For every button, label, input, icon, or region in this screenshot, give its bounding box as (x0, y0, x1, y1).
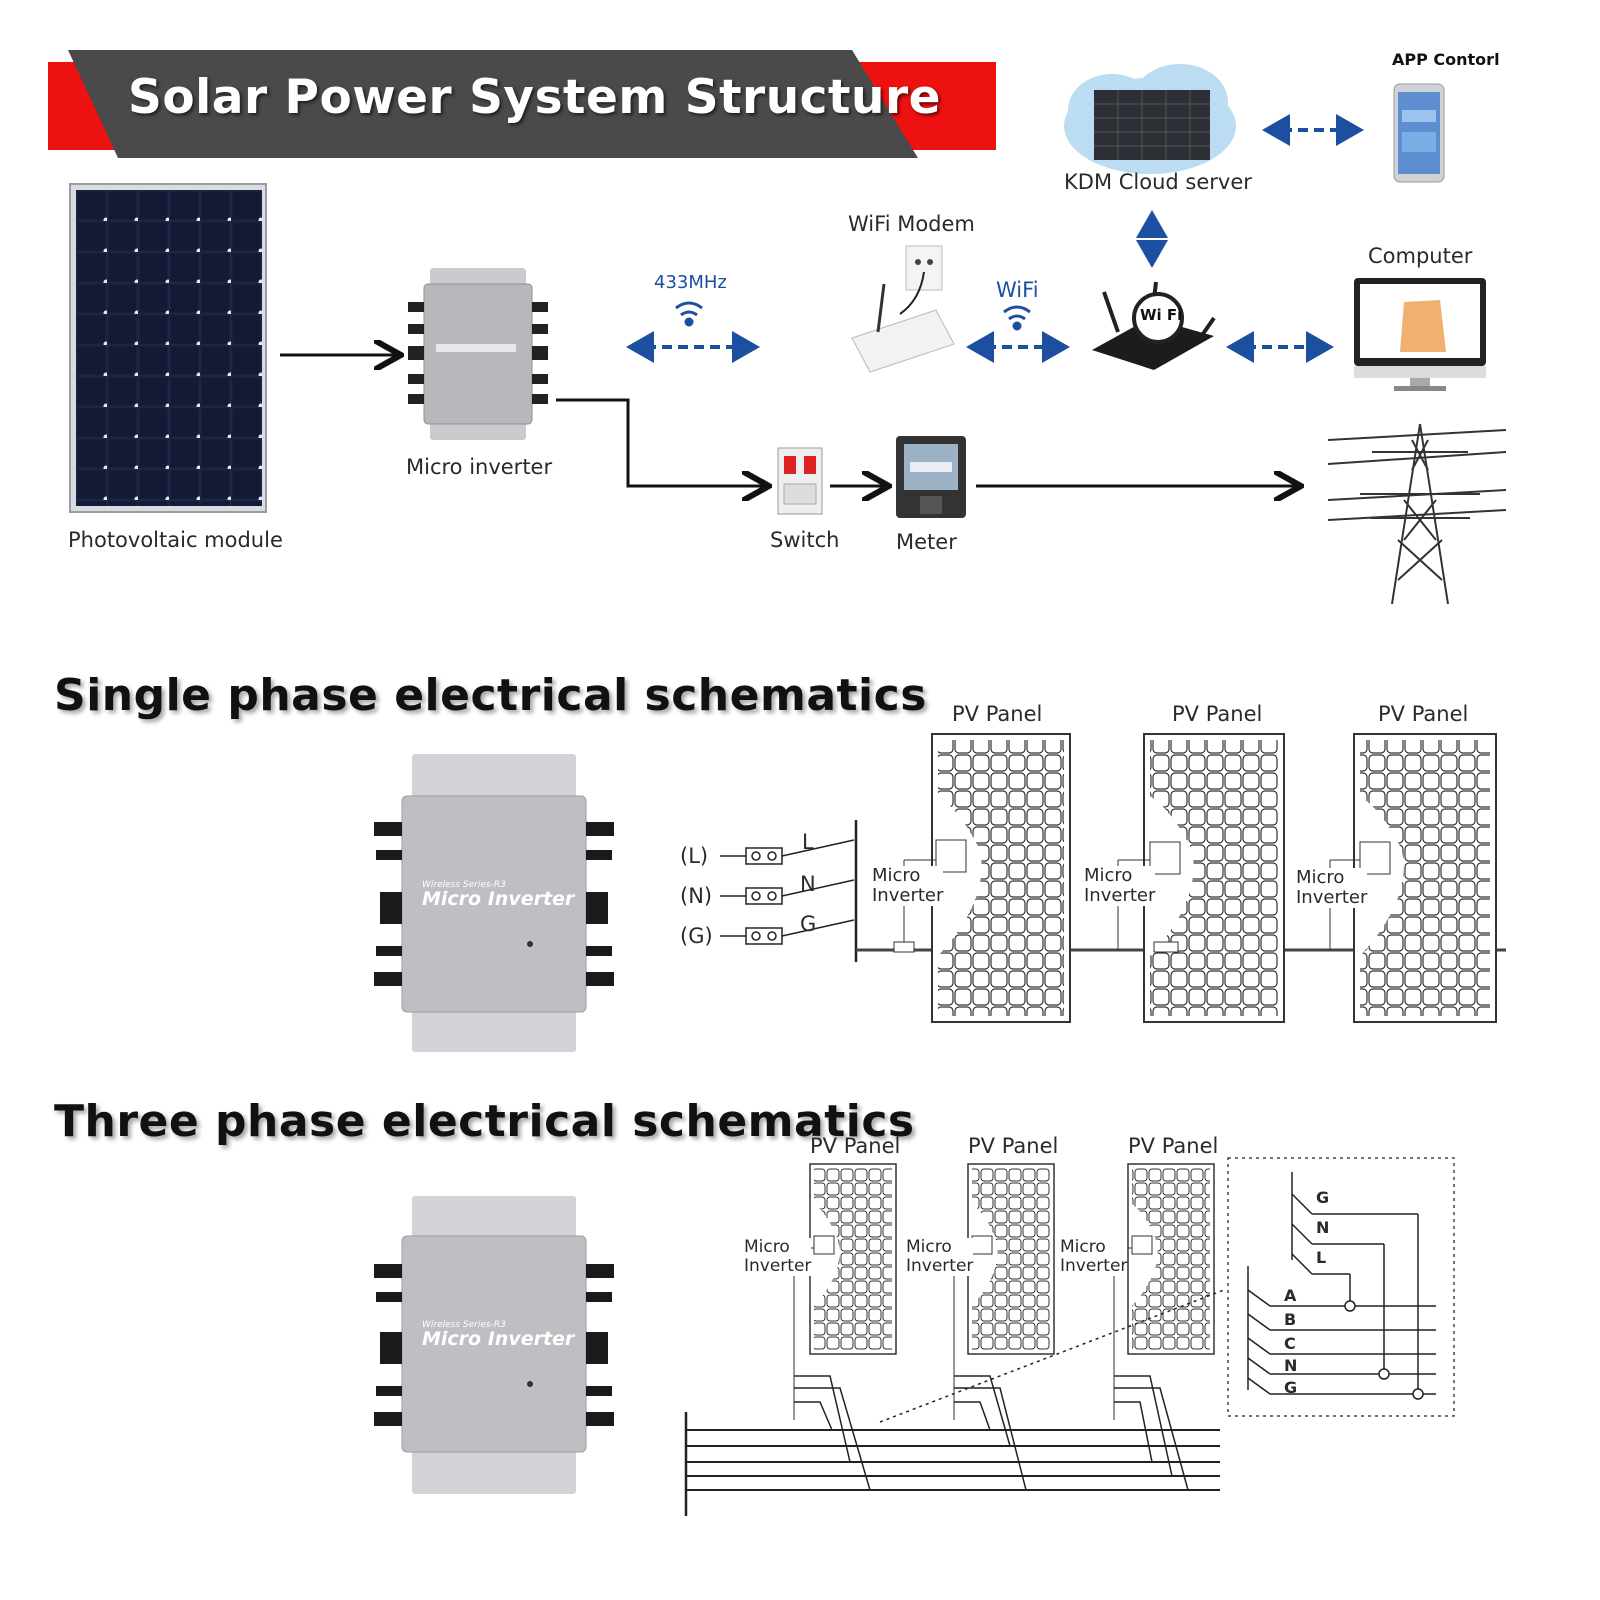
wifi-modem-label: WiFi Modem (848, 212, 975, 236)
box-line-c-label: C (1284, 1334, 1296, 1353)
photovoltaic-module-icon (69, 183, 267, 513)
cloud-server-label: KDM Cloud server (1064, 170, 1252, 194)
three-device-series: Wireless Series-R3 (422, 1320, 506, 1330)
single-pv-panel-label-3: PV Panel (1378, 702, 1469, 726)
single-phase-terminals (720, 820, 858, 962)
box-line-g-label: G (1316, 1188, 1330, 1207)
three-phase-connection-box (1227, 1157, 1455, 1417)
three-pv-panel-label-1: PV Panel (810, 1134, 901, 1158)
box-line-a-label: A (1284, 1286, 1297, 1305)
wireless-433mhz-icon (675, 301, 703, 327)
cloud-server-icon (1064, 64, 1236, 174)
computer-label: Computer (1368, 244, 1473, 268)
three-pv-panel-3 (1113, 1163, 1215, 1420)
router-wifi-badge: Wi Fi (1140, 306, 1183, 324)
computer-icon (1354, 278, 1486, 391)
three-phase-drops (794, 1289, 1225, 1491)
wifi-link-label: WiFi (996, 278, 1039, 302)
transmission-tower-icon (1327, 423, 1507, 605)
terminal-l-label: (L) (680, 844, 709, 868)
single-device-series: Wireless Series-R3 (422, 880, 506, 890)
phone-app-icon (1393, 83, 1445, 183)
micro-inverter-icon (408, 268, 548, 440)
single-device-name: Micro Inverter (422, 888, 575, 910)
single-pv-panel-label-2: PV Panel (1172, 702, 1263, 726)
single-phase-inverter-device (374, 754, 614, 1052)
terminal-g-label: (G) (680, 924, 713, 948)
box-line-g2-label: G (1284, 1378, 1298, 1397)
line-l-label: L (802, 830, 814, 854)
box-line-l-label: L (1316, 1248, 1327, 1267)
line-n-label: N (800, 872, 816, 896)
meter-label: Meter (896, 530, 957, 554)
pv-panel-2 (1117, 733, 1285, 1023)
wifi-modem-icon (851, 245, 955, 373)
terminal-n-label: (N) (680, 884, 713, 908)
three-phase-ac-bus (684, 1412, 1220, 1516)
page-title: Solar Power System Structure (128, 70, 942, 125)
switch-icon (777, 447, 823, 515)
three-pv-panel-2 (953, 1163, 1055, 1420)
433mhz-label: 433MHz (654, 272, 727, 293)
ac-line-to-switch (556, 398, 766, 486)
switch-label: Switch (770, 528, 840, 552)
three-pv-panel-label-3: PV Panel (1128, 1134, 1219, 1158)
three-phase-schematic (374, 1157, 1455, 1516)
wifi-router-icon (1092, 281, 1216, 370)
pv-module-label: Photovoltaic module (68, 528, 283, 552)
header-banner (48, 50, 996, 158)
three-phase-box-wiring (1247, 1172, 1436, 1400)
single-phase-heading: Single phase electrical schematics (54, 670, 927, 721)
app-control-label: APP Contorl (1392, 50, 1500, 69)
wifi-link-icon (1003, 305, 1031, 331)
meter-icon (896, 436, 966, 518)
single-pv-panel-label-1: PV Panel (952, 702, 1043, 726)
line-g-label: G (800, 912, 817, 936)
three-device-name: Micro Inverter (422, 1328, 575, 1350)
box-line-b-label: B (1284, 1310, 1297, 1329)
pv-panel-1 (893, 733, 1071, 1023)
three-pv-panel-1 (793, 1163, 897, 1420)
three-phase-inverter-device (374, 1196, 614, 1494)
system-diagram (69, 64, 1507, 605)
micro-inverter-label: Micro inverter (406, 455, 553, 479)
banner-dark-band (68, 50, 918, 158)
pv-panel-3 (1329, 733, 1497, 1023)
box-line-n-label: N (1316, 1218, 1330, 1237)
box-line-n2-label: N (1284, 1356, 1298, 1375)
three-pv-panel-label-2: PV Panel (968, 1134, 1059, 1158)
three-phase-heading: Three phase electrical schematics (54, 1096, 915, 1147)
single-phase-schematic (374, 733, 1506, 1052)
